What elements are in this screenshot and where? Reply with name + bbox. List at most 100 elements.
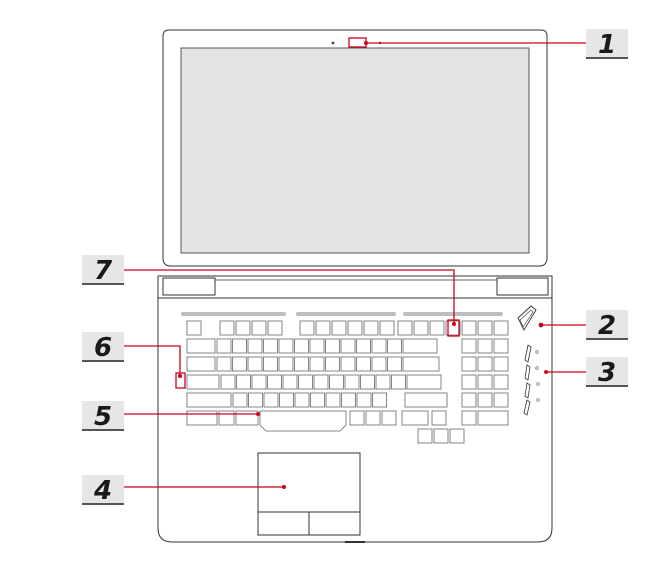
keyboard-key[interactable] <box>263 338 278 354</box>
keyboard-key[interactable] <box>313 374 329 390</box>
keyboard-key[interactable] <box>340 338 356 354</box>
keyboard-key[interactable] <box>340 356 356 372</box>
keyboard-key[interactable] <box>294 392 310 408</box>
keyboard-key[interactable] <box>493 392 509 408</box>
keyboard-key[interactable] <box>461 392 477 408</box>
keyboard-key[interactable] <box>278 338 294 354</box>
keyboard-key[interactable] <box>429 320 445 336</box>
keyboard-key[interactable] <box>397 320 413 336</box>
keyboard-key[interactable] <box>263 392 279 408</box>
touchpad-surface[interactable] <box>257 452 361 513</box>
keyboard-key[interactable] <box>477 374 493 390</box>
keyboard-key[interactable] <box>387 356 402 372</box>
keyboard-key[interactable] <box>186 410 218 426</box>
keyboard-key[interactable] <box>325 392 341 408</box>
keyboard-key[interactable] <box>220 374 236 390</box>
keyboard-key[interactable] <box>331 320 347 336</box>
keyboard-key[interactable] <box>325 338 340 354</box>
keyboard-key[interactable] <box>431 410 447 426</box>
keyboard-key[interactable] <box>406 374 442 390</box>
keyboard-key[interactable] <box>371 356 387 372</box>
touchpad-right-button[interactable] <box>308 511 361 536</box>
keyboard-key[interactable] <box>379 320 395 336</box>
keyboard-key[interactable] <box>309 338 325 354</box>
keyboard-key[interactable] <box>493 356 509 372</box>
keyboard-key[interactable] <box>235 410 259 426</box>
keyboard-key[interactable] <box>232 338 247 354</box>
keyboard-key[interactable] <box>267 320 283 336</box>
keyboard-key[interactable] <box>216 356 232 372</box>
keyboard-key[interactable] <box>294 338 309 354</box>
keyboard-key[interactable] <box>356 392 372 408</box>
keyboard-key[interactable] <box>477 392 493 408</box>
touchpad-left-button[interactable] <box>257 511 310 536</box>
keyboard-key[interactable] <box>309 356 325 372</box>
keyboard-key[interactable] <box>433 428 449 444</box>
keyboard-key[interactable] <box>477 356 493 372</box>
keyboard-key[interactable] <box>461 374 477 390</box>
keyboard-key[interactable] <box>371 338 387 354</box>
power-button[interactable] <box>517 305 537 331</box>
keyboard-key[interactable] <box>461 320 477 336</box>
keyboard-key[interactable] <box>310 392 325 408</box>
keyboard-key[interactable] <box>387 338 402 354</box>
keyboard-key[interactable] <box>391 374 406 390</box>
keyboard-key[interactable] <box>325 356 340 372</box>
keyboard-key[interactable] <box>186 374 220 390</box>
keyboard-key[interactable] <box>248 392 263 408</box>
keyboard-key[interactable] <box>294 356 309 372</box>
keyboard-key[interactable] <box>349 410 365 426</box>
keyboard-key[interactable] <box>247 338 263 354</box>
keyboard-key[interactable] <box>417 428 433 444</box>
keyboard-key[interactable] <box>282 374 298 390</box>
keyboard-key[interactable] <box>278 356 294 372</box>
keyboard-key[interactable] <box>477 320 493 336</box>
keyboard-key[interactable] <box>356 338 371 354</box>
space-bar[interactable] <box>259 410 347 432</box>
keyboard-key[interactable] <box>186 392 232 408</box>
keyboard-key[interactable] <box>493 374 509 390</box>
keyboard-key[interactable] <box>445 320 461 336</box>
keyboard-key[interactable] <box>477 338 493 354</box>
keyboard-key[interactable] <box>299 320 315 336</box>
keyboard-key[interactable] <box>344 374 360 390</box>
keyboard-key[interactable] <box>232 356 247 372</box>
keyboard-key[interactable] <box>279 392 294 408</box>
keyboard-key[interactable] <box>413 320 429 336</box>
keyboard-key[interactable] <box>186 320 202 336</box>
keyboard-key[interactable] <box>365 410 381 426</box>
keyboard-key[interactable] <box>401 410 429 426</box>
keyboard-key[interactable] <box>461 410 477 426</box>
keyboard-key[interactable] <box>186 356 216 372</box>
keyboard-key[interactable] <box>251 320 267 336</box>
keyboard-key[interactable] <box>493 320 509 336</box>
keyboard-key[interactable] <box>218 410 235 426</box>
keyboard-key[interactable] <box>267 374 282 390</box>
keyboard-key[interactable] <box>363 320 379 336</box>
keyboard-key[interactable] <box>375 374 391 390</box>
keyboard-key[interactable] <box>236 374 251 390</box>
keyboard-key[interactable] <box>404 392 448 408</box>
keyboard-key[interactable] <box>235 320 251 336</box>
keyboard-key[interactable] <box>477 410 509 426</box>
keyboard-key[interactable] <box>360 374 375 390</box>
keyboard-key[interactable] <box>461 338 477 354</box>
keyboard-key[interactable] <box>315 320 331 336</box>
keyboard-key[interactable] <box>263 356 278 372</box>
keyboard-key[interactable] <box>356 356 371 372</box>
keyboard-key[interactable] <box>186 338 216 354</box>
keyboard-key[interactable] <box>247 356 263 372</box>
keyboard-key[interactable] <box>402 356 440 372</box>
keyboard-key[interactable] <box>341 392 356 408</box>
keyboard-key[interactable] <box>381 410 397 426</box>
keyboard-key[interactable] <box>493 338 509 354</box>
keyboard-key[interactable] <box>251 374 267 390</box>
keyboard-key[interactable] <box>461 356 477 372</box>
keyboard-key[interactable] <box>298 374 313 390</box>
keyboard-key[interactable] <box>402 338 438 354</box>
keyboard-key[interactable] <box>216 338 232 354</box>
keyboard-key[interactable] <box>219 320 235 336</box>
keyboard-key[interactable] <box>232 392 248 408</box>
keyboard-key[interactable] <box>449 428 465 444</box>
keyboard-key[interactable] <box>347 320 363 336</box>
